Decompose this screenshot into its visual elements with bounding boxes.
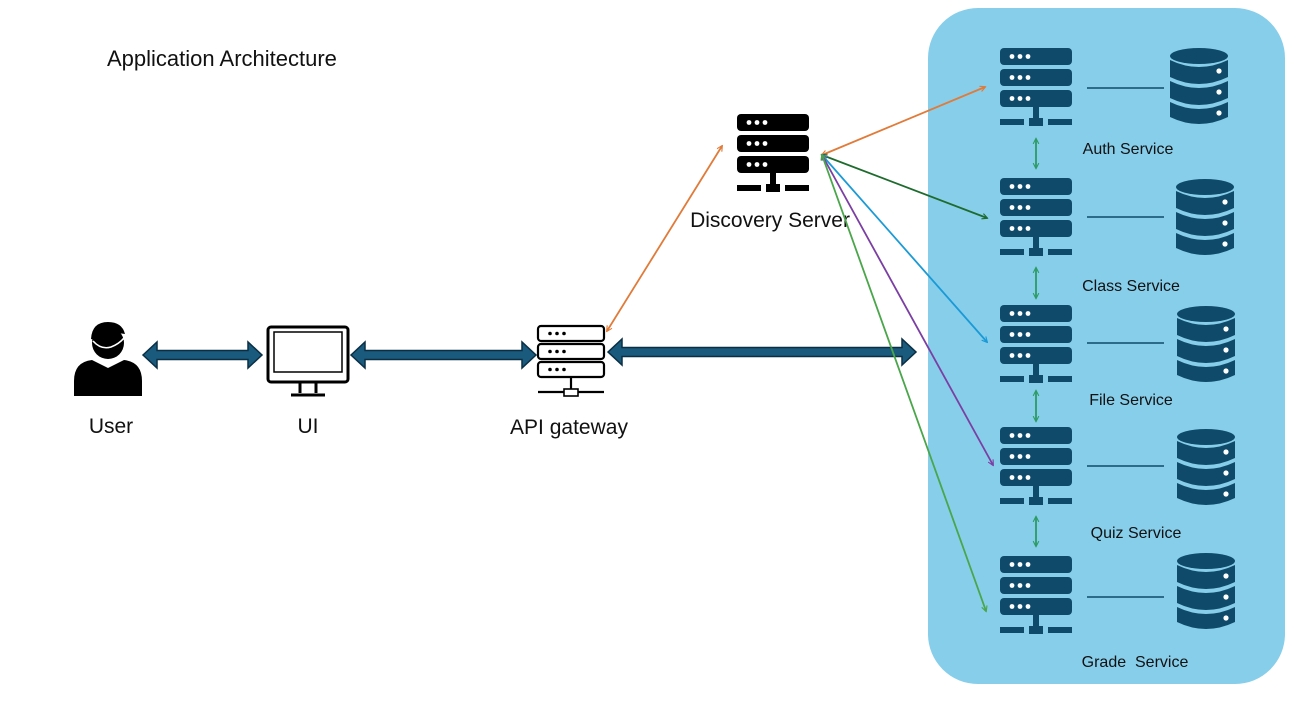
flow-arrows xyxy=(141,337,918,370)
gateway-services-arrow xyxy=(606,337,918,367)
services-panel xyxy=(928,8,1285,684)
gateway-label: API gateway xyxy=(510,416,628,439)
discovery-label: Discovery Server xyxy=(690,209,850,232)
service-label: File Service xyxy=(1089,392,1173,409)
discovery-gateway-link xyxy=(607,146,722,331)
service-label: Grade Service xyxy=(1082,654,1189,671)
diagram-title: Application Architecture xyxy=(107,46,337,71)
discovery-service-links xyxy=(822,87,993,611)
ui-gateway-arrow xyxy=(349,340,538,370)
service-label: Quiz Service xyxy=(1091,525,1182,542)
gateway-leds xyxy=(548,331,566,372)
service-label: Class Service xyxy=(1082,278,1180,295)
server-rack-icon xyxy=(536,324,606,397)
discovery-link xyxy=(822,87,985,155)
user-ui-arrow xyxy=(141,340,264,370)
ui-label: UI xyxy=(298,415,319,438)
monitor-icon xyxy=(266,325,350,397)
discovery-link xyxy=(822,155,986,611)
service-label: Auth Service xyxy=(1083,141,1174,158)
server-rack-icon xyxy=(737,114,809,192)
person-icon xyxy=(74,322,142,396)
user-label: User xyxy=(89,415,133,438)
